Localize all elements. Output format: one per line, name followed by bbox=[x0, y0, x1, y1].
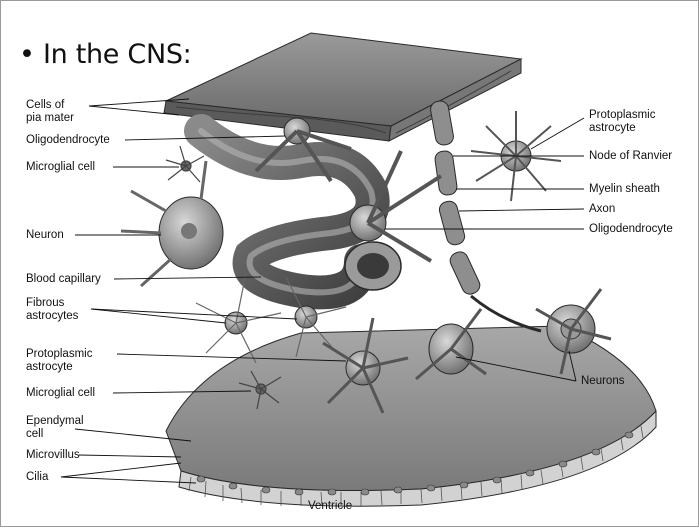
label-line: Cells of bbox=[26, 99, 74, 112]
label-microglial-cell-bottom: Microglial cell bbox=[26, 387, 95, 400]
label-node-of-ranvier: Node of Ranvier bbox=[589, 150, 672, 163]
neuron-left bbox=[121, 161, 223, 286]
label-ependymal-cell: Ependymal cell bbox=[26, 415, 84, 441]
bullet: • bbox=[19, 39, 35, 70]
microglial-cell-top bbox=[166, 146, 204, 182]
slide-heading: • In the CNS: bbox=[19, 39, 191, 70]
ventricle-floor bbox=[166, 326, 656, 506]
label-protoplasmic-astrocyte-left: Protoplasmic astrocyte bbox=[26, 348, 92, 374]
label-neurons: Neurons bbox=[581, 375, 624, 388]
label-microvillus: Microvillus bbox=[26, 449, 80, 462]
label-fibrous-astrocytes: Fibrous astrocytes bbox=[26, 297, 78, 323]
label-protoplasmic-astrocyte-right: Protoplasmic astrocyte bbox=[589, 109, 655, 135]
label-line: Protoplasmic bbox=[26, 348, 92, 361]
label-cilia: Cilia bbox=[26, 471, 48, 484]
label-blood-capillary: Blood capillary bbox=[26, 273, 101, 286]
label-line: pia mater bbox=[26, 112, 74, 125]
label-line: astrocytes bbox=[26, 310, 78, 323]
label-axon: Axon bbox=[589, 203, 615, 216]
label-microglial-cell-top: Microglial cell bbox=[26, 161, 95, 174]
myelinated-axon bbox=[429, 100, 541, 331]
label-myelin-sheath: Myelin sheath bbox=[589, 183, 660, 196]
label-oligodendrocyte-left: Oligodendrocyte bbox=[26, 134, 110, 147]
label-neuron: Neuron bbox=[26, 229, 64, 242]
label-line: Protoplasmic bbox=[589, 109, 655, 122]
label-line: astrocyte bbox=[26, 361, 92, 374]
label-line: astrocyte bbox=[589, 122, 655, 135]
label-line: cell bbox=[26, 428, 84, 441]
label-line: Fibrous bbox=[26, 297, 78, 310]
label-cells-of-pia-mater: Cells of pia mater bbox=[26, 99, 74, 125]
label-oligodendrocyte-right: Oligodendrocyte bbox=[589, 223, 673, 236]
label-ventricle: Ventricle bbox=[308, 500, 352, 513]
heading-text: In the CNS: bbox=[43, 39, 192, 70]
label-line: Ependymal bbox=[26, 415, 84, 428]
